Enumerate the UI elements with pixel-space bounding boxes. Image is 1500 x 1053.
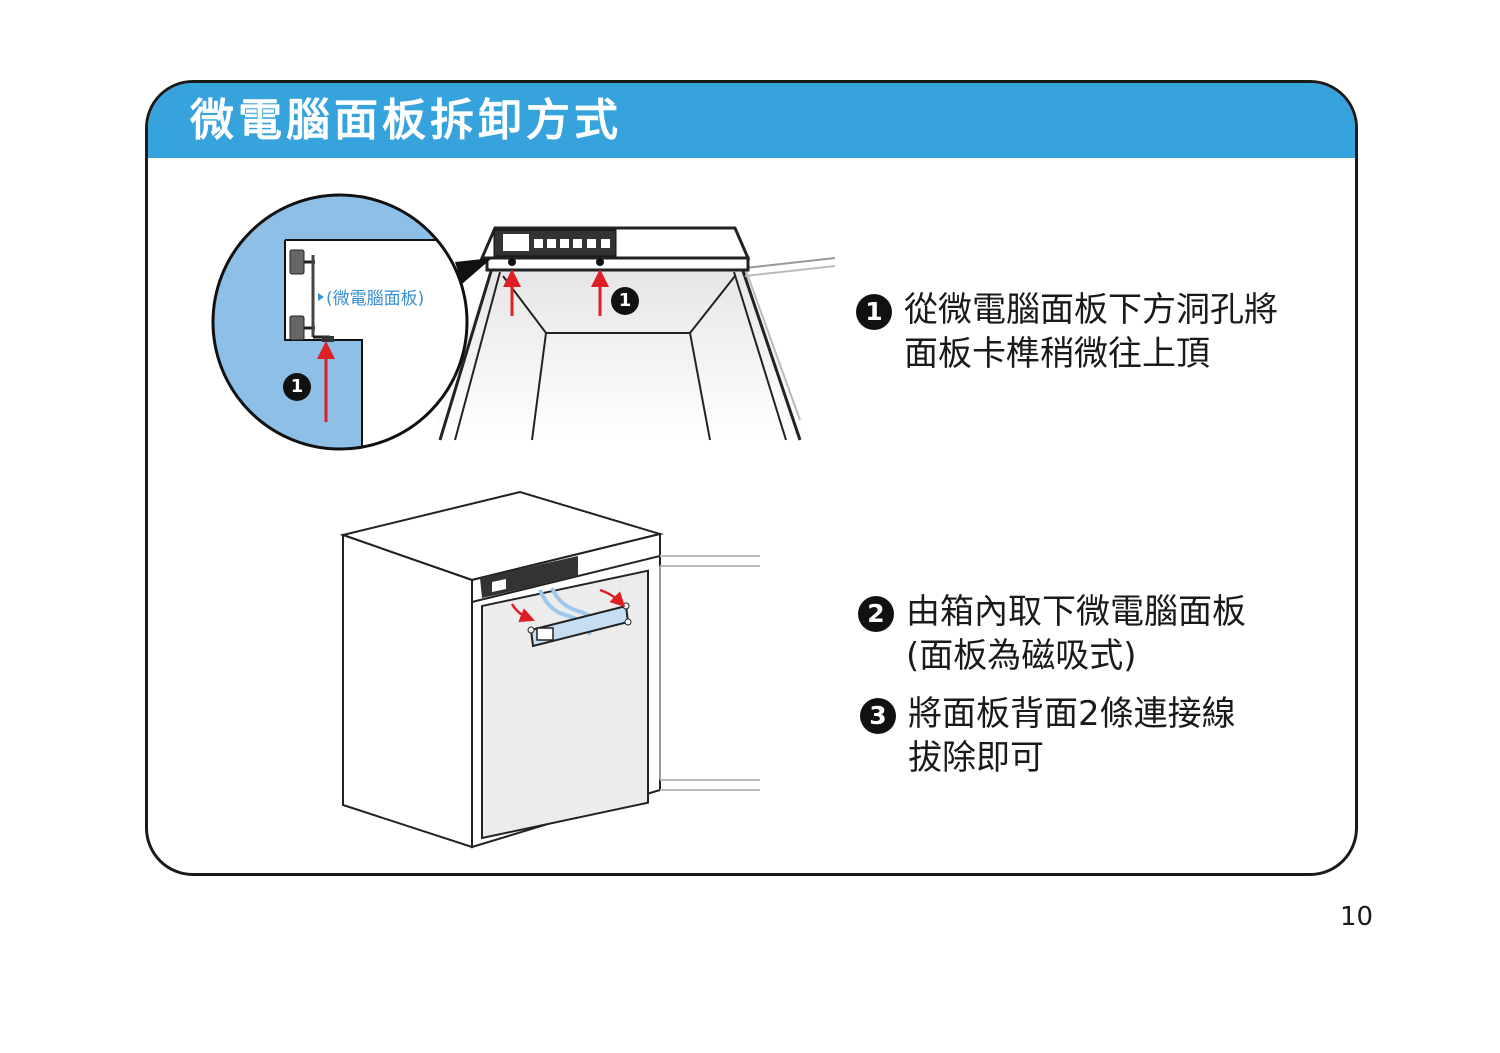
step-number-1: 1 bbox=[856, 294, 892, 330]
step-1-line-2: 面板卡榫稍微往上頂 bbox=[904, 334, 1210, 374]
step-3-line-2: 拔除即可 bbox=[908, 738, 1044, 778]
step-number-2: 2 bbox=[858, 596, 894, 632]
panel-header: 微電腦面板拆卸方式 bbox=[148, 83, 1355, 158]
top-appliance bbox=[430, 226, 836, 441]
callout-marker-number: 1 bbox=[290, 376, 304, 397]
step-text-3: 將面板背面2條連接線 拔除即可 bbox=[908, 692, 1236, 780]
step-number-3: 3 bbox=[860, 698, 896, 734]
diagram-marker: 1 bbox=[611, 287, 639, 315]
bottom-appliance bbox=[339, 490, 760, 849]
zoom-callout bbox=[211, 193, 469, 451]
callout-label: (微電腦面板) bbox=[326, 289, 425, 309]
step-text-1: 從微電腦面板下方洞孔將 面板卡榫稍微往上頂 bbox=[904, 288, 1278, 376]
step-2-line-2: (面板為磁吸式) bbox=[906, 636, 1137, 676]
step-3-line-1: 將面板背面2條連接線 bbox=[908, 694, 1236, 734]
page-title: 微電腦面板拆卸方式 bbox=[190, 95, 622, 146]
step-text-2: 由箱內取下微電腦面板 (面板為磁吸式) bbox=[906, 590, 1246, 678]
step-2-line-1: 由箱內取下微電腦面板 bbox=[906, 592, 1246, 632]
callout-marker: 1 bbox=[283, 373, 311, 401]
page-number: 10 bbox=[1340, 902, 1374, 932]
diagram-marker-number: 1 bbox=[618, 290, 632, 311]
step-1-line-1: 從微電腦面板下方洞孔將 bbox=[904, 290, 1278, 330]
